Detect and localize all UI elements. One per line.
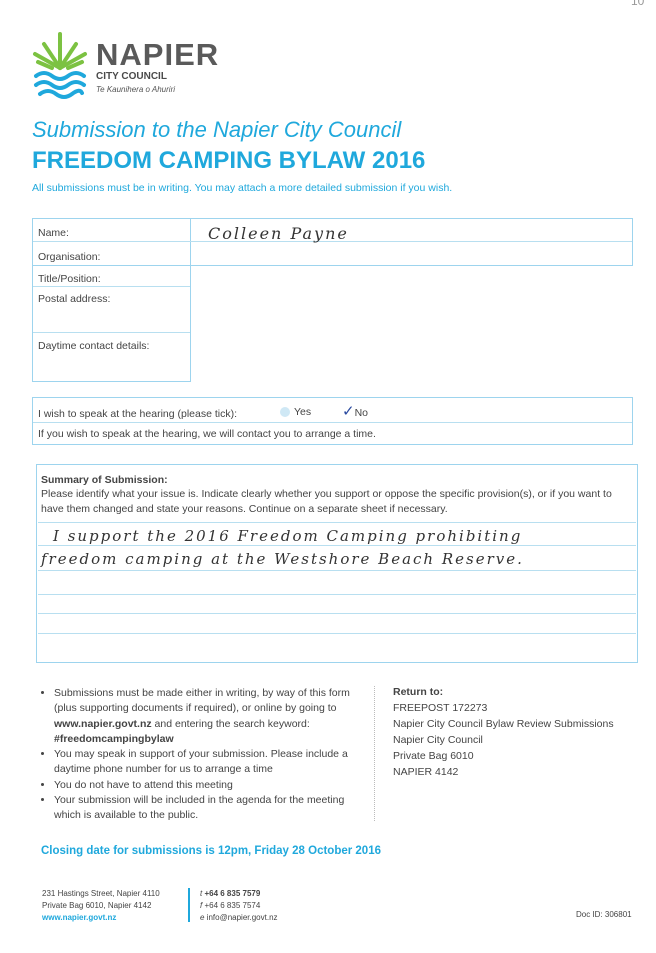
organisation-label: Organisation: xyxy=(38,251,101,263)
doc-id: Doc ID: 306801 xyxy=(576,910,632,919)
notes-list: Submissions must be made either in writi… xyxy=(38,686,356,824)
details-box: Name: Colleen Payne Organisation: xyxy=(32,218,633,266)
footer-address: 231 Hastings Street, Napier 4110 Private… xyxy=(42,888,160,924)
return-line: Napier City Council xyxy=(393,734,483,746)
footer-address-line: 231 Hastings Street, Napier 4110 xyxy=(42,889,160,898)
return-line: FREEPOST 172273 xyxy=(393,702,488,714)
no-label: No xyxy=(354,407,369,419)
return-line: NAPIER 4142 xyxy=(393,766,459,778)
footer-divider xyxy=(188,888,190,922)
website-link[interactable]: www.napier.govt.nz xyxy=(54,717,152,730)
footer-contact: t +64 6 835 7579 f +64 6 835 7574 e info… xyxy=(200,889,278,922)
hearing-box: I wish to speak at the hearing (please t… xyxy=(32,397,633,445)
search-keyword: #freedomcampingbylaw xyxy=(54,732,174,745)
note-item: You may speak in support of your submiss… xyxy=(54,747,356,778)
footer-website-link[interactable]: www.napier.govt.nz xyxy=(42,913,117,922)
brand-subtitle: CITY COUNCIL xyxy=(96,71,167,82)
note-item: You do not have to attend this meeting xyxy=(54,778,356,793)
yes-option[interactable]: Yes xyxy=(280,406,311,418)
hearing-question: I wish to speak at the hearing (please t… xyxy=(38,408,238,420)
summary-box: Summary of Submission: Please identify w… xyxy=(36,464,638,663)
form-title: Submission to the Napier City Council xyxy=(32,117,402,142)
return-line: Napier City Council Bylaw Review Submiss… xyxy=(393,718,614,730)
brand-tagline: Te Kaunihera o Ahuriri xyxy=(96,85,176,94)
divider xyxy=(374,686,376,821)
closing-date: Closing date for submissions is 12pm, Fr… xyxy=(41,845,381,857)
page-number: 10 xyxy=(631,0,645,8)
note-item: Submissions must be made either in writi… xyxy=(54,686,356,747)
title-label: Title/Position: xyxy=(38,273,101,285)
yes-label: Yes xyxy=(294,406,312,418)
details-box-lower: Title/Position: Postal address: Daytime … xyxy=(32,264,191,382)
organisation-field[interactable] xyxy=(193,243,631,263)
summary-line-2[interactable]: freedom camping at the Westshore Beach R… xyxy=(41,550,524,568)
form-subtitle: FREEDOM CAMPING BYLAW 2016 xyxy=(32,147,426,174)
return-line: Private Bag 6010 xyxy=(393,750,474,762)
return-block: Return to: FREEPOST 172273 Napier City C… xyxy=(393,684,614,780)
footer-phone: +64 6 835 7579 xyxy=(204,889,261,898)
summary-line-1[interactable]: I support the 2016 Freedom Camping prohi… xyxy=(53,527,523,545)
hearing-note: If you wish to speak at the hearing, we … xyxy=(38,428,376,440)
brand-block: NAPIER CITY COUNCIL Te Kaunihera o Ahuri… xyxy=(96,37,220,94)
council-logo xyxy=(30,30,90,109)
tick-icon: ✓ xyxy=(342,403,355,420)
summary-title: Summary of Submission: xyxy=(41,474,168,486)
footer-email[interactable]: info@napier.govt.nz xyxy=(206,913,278,922)
intro-text: All submissions must be in writing. You … xyxy=(32,182,453,194)
no-option[interactable]: ✓No xyxy=(342,402,368,420)
footer-address-line: Private Bag 6010, Napier 4142 xyxy=(42,901,152,910)
return-title: Return to: xyxy=(393,686,444,698)
yes-radio[interactable] xyxy=(280,407,290,418)
postal-label: Postal address: xyxy=(38,293,111,305)
daytime-label: Daytime contact details: xyxy=(38,340,150,352)
brand-name: NAPIER xyxy=(96,37,220,72)
footer-fax: +64 6 835 7574 xyxy=(204,901,261,910)
name-label: Name: xyxy=(38,227,69,239)
note-item: Your submission will be included in the … xyxy=(54,793,356,824)
name-field[interactable]: Colleen Payne xyxy=(208,224,349,243)
summary-instructions: Please identify what your issue is. Indi… xyxy=(41,488,612,515)
